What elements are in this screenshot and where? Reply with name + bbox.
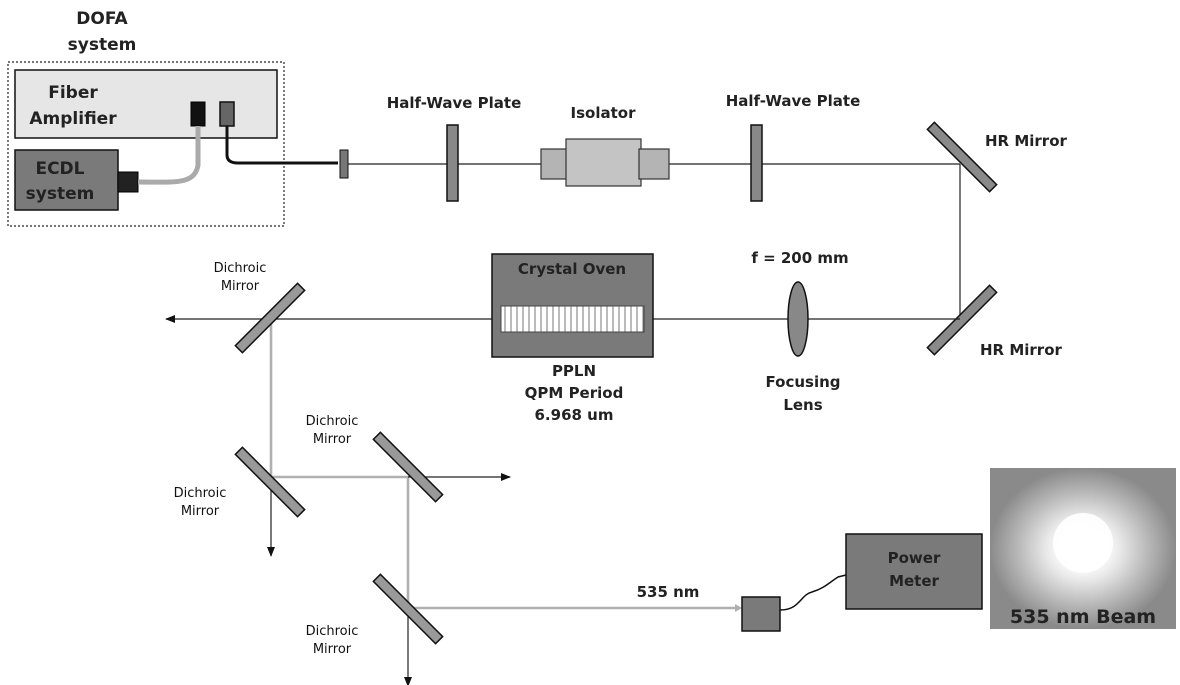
hr-mirror-bottom-label: HR Mirror [980,341,1062,359]
ecdl-output-port [118,172,138,192]
amplifier-input-port [191,102,205,126]
dichroic-3-label-line1: Dichroic [306,414,359,429]
beam-spot [1053,513,1113,573]
focal-length-label: f = 200 mm [751,249,848,267]
ppln-crystal [501,306,644,332]
amplifier-output-port [220,102,234,126]
fiber-collimator [340,150,348,178]
ecdl-label-line1: ECDL [35,159,84,179]
fiber-amplifier-label-line1: Fiber [48,83,98,103]
green-beam-arrowhead [735,604,742,612]
fiber-amplifier-label-line2: Amplifier [29,109,117,129]
half-wave-plate-1-label: Half-Wave Plate [387,94,522,112]
power-meter-label-line2: Meter [889,572,939,590]
ppln-label-line1: PPLN [552,362,596,380]
dofa-title-line2: system [68,35,137,55]
isolator-label: Isolator [571,104,637,122]
detector-head [742,597,780,631]
focusing-lens [788,282,808,356]
half-wave-plate-1 [447,125,458,201]
focusing-lens-label-line2: Lens [783,396,822,414]
half-wave-plate-2-label: Half-Wave Plate [726,92,861,110]
crystal-oven-label: Crystal Oven [518,260,626,278]
ecdl-label-line2: system [26,184,95,204]
dichroic-4-label-line1: Dichroic [306,624,359,639]
isolator-body [566,139,641,186]
dofa-title-line1: DOFA [76,9,128,29]
dichroic-1-label-line2: Mirror [221,279,260,294]
dichroic-2-label-line1: Dichroic [174,486,227,501]
ppln-label-line2: QPM Period [525,384,624,402]
dichroic-4-label-line2: Mirror [313,642,352,657]
wavelength-label: 535 nm [637,583,700,601]
dichroic-3-label-line2: Mirror [313,432,352,447]
dichroic-2-label-line2: Mirror [181,504,220,519]
green-beam-path [271,319,735,608]
focusing-lens-label-line1: Focusing [766,373,841,391]
power-meter-label-line1: Power [888,549,941,567]
beam-photo-caption: 535 nm Beam [1010,606,1156,628]
ppln-label-line3: 6.968 um [535,406,614,424]
isolator-right-cap [639,149,669,179]
isolator-left-cap [541,149,568,179]
hr-mirror-top-label: HR Mirror [985,132,1067,150]
detector-cable [780,575,846,610]
half-wave-plate-2 [751,125,762,201]
dichroic-1-label-line1: Dichroic [214,261,267,276]
